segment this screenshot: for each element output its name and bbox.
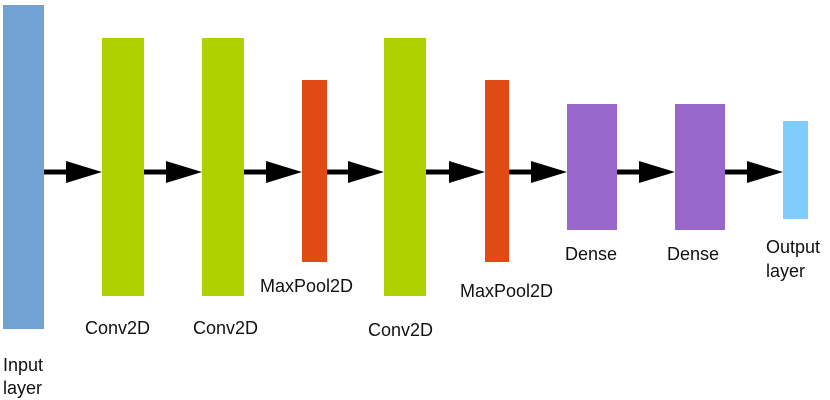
layer-block-dense-6 <box>567 104 617 230</box>
layer-block-conv-4 <box>384 38 426 296</box>
layer-block-dense-7 <box>675 104 725 230</box>
layer-label-1-line-0: Conv2D <box>85 318 150 338</box>
layer-block-pool-5 <box>485 80 509 262</box>
arrow-head-4 <box>449 161 485 183</box>
layer-block-pool-3 <box>302 80 327 262</box>
layer-block-input-0 <box>3 5 44 329</box>
layer-label-8-line-1: layer <box>766 261 805 281</box>
layer-label-2-line-0: Conv2D <box>193 318 258 338</box>
layer-label-4-line-0: Conv2D <box>368 320 433 340</box>
arrow-head-0 <box>66 161 102 183</box>
arrows <box>44 161 783 183</box>
arrow-head-7 <box>747 161 783 183</box>
layer-label-3-line-0: MaxPool2D <box>260 276 353 296</box>
arrow-head-6 <box>639 161 675 183</box>
arrow-head-5 <box>531 161 567 183</box>
arrow-head-2 <box>266 161 302 183</box>
layer-label-6-line-0: Dense <box>565 244 617 264</box>
layer-label-5-line-0: MaxPool2D <box>460 281 553 301</box>
layer-label-0-line-1: layer <box>3 378 42 398</box>
layer-block-conv-2 <box>202 38 244 296</box>
layer-blocks <box>3 5 808 329</box>
arrow-head-3 <box>348 161 384 183</box>
layer-label-8-line-0: Output <box>766 237 820 257</box>
layer-block-conv-1 <box>102 38 144 296</box>
layer-label-0-line-0: Input <box>3 355 43 375</box>
layer-label-7-line-0: Dense <box>667 244 719 264</box>
arrow-head-1 <box>166 161 202 183</box>
layer-block-output-8 <box>783 121 808 219</box>
